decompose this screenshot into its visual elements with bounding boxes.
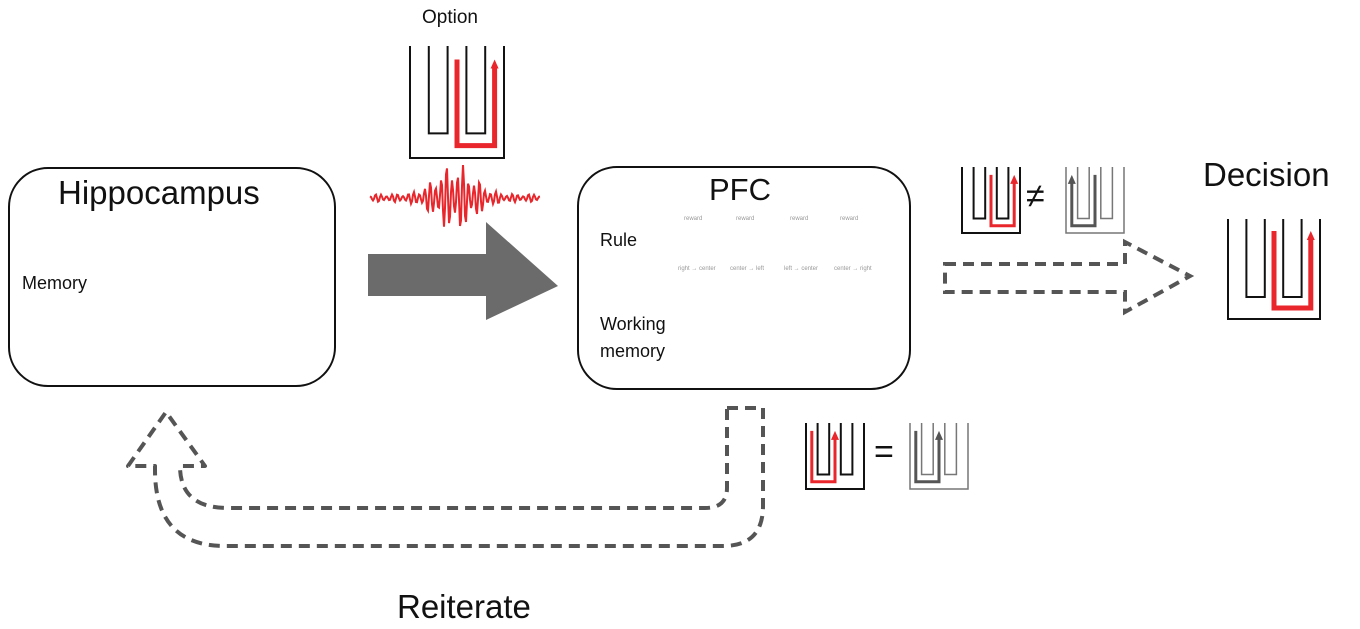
main-flow-arrow <box>368 222 558 320</box>
reiterate-label: Reiterate <box>397 588 531 625</box>
compare-red-maze-icon <box>805 423 865 490</box>
compare-gray-maze-icon <box>909 423 969 490</box>
pfc-box <box>577 166 911 390</box>
rule-direction-label: center → left <box>730 266 765 272</box>
working-memory-label-line1: Working <box>600 314 666 334</box>
option-maze-icon <box>409 46 505 159</box>
rule-reward-label: reward <box>736 216 755 222</box>
rule-reward-label: reward <box>840 216 859 222</box>
hippocampus-box <box>8 167 336 387</box>
not-equal-sign: ≠ <box>1026 177 1045 215</box>
sharp-wave-ripple-icon <box>369 164 541 227</box>
option-label: Option <box>422 7 478 28</box>
pfc-title: PFC <box>709 172 771 207</box>
decision-label: Decision <box>1203 156 1330 193</box>
decision-dashed-arrow <box>943 238 1195 316</box>
rule-label: Rule <box>600 230 638 250</box>
memory-label: Memory <box>22 273 88 293</box>
equal-sign: = <box>874 433 894 471</box>
rule-reward-label: reward <box>684 216 703 222</box>
compare-gray-maze-icon <box>1065 167 1125 234</box>
hippocampus-title: Hippocampus <box>58 174 260 211</box>
reiterate-dashed-arrow <box>126 406 765 548</box>
decision-maze-icon <box>1227 219 1321 320</box>
compare-red-maze-icon <box>961 167 1021 234</box>
rule-direction-label: center → right <box>834 266 872 272</box>
rule-direction-label: left → center <box>784 266 819 272</box>
rule-reward-label: reward <box>790 216 809 222</box>
rule-direction-label: right → center <box>678 266 716 272</box>
working-memory-label-line2: memory <box>600 341 666 361</box>
